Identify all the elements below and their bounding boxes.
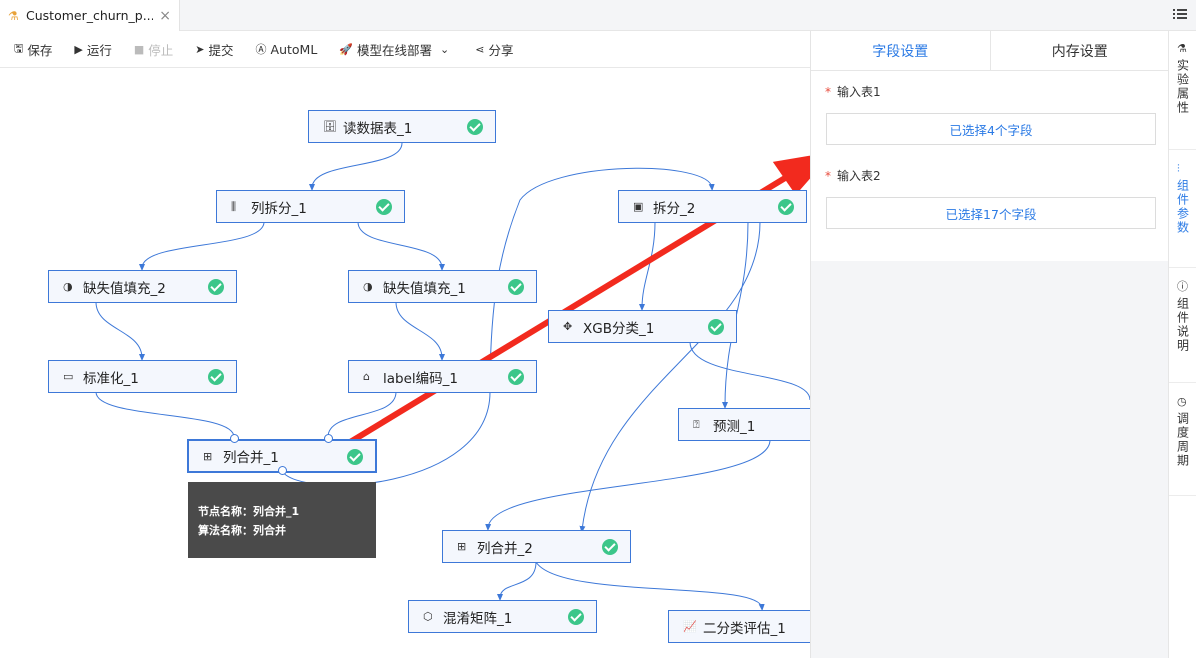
output-port[interactable]: [278, 466, 287, 475]
tag-icon: ⌂: [363, 370, 370, 383]
success-check-icon: [376, 199, 392, 215]
edge: [689, 341, 810, 401]
vertical-sidebar: ⚗ 实验属性 ⫶ 组件参数 ⓘ 组件说明 ◷ 调度周期: [1168, 31, 1196, 658]
tab-strip: ⚗ Customer_churn_p... ×: [0, 0, 1196, 31]
workflow-canvas[interactable]: 🗄 读数据表_1 ⫼ 列拆分_1 ▣ 拆分_2 ◑ 缺失值填充_2 ◑ 缺失值填…: [0, 68, 810, 658]
run-button[interactable]: ▶运行: [74, 42, 112, 58]
success-check-icon: [568, 609, 584, 625]
chevron-down-icon: ⌄: [440, 42, 450, 56]
success-check-icon: [508, 369, 524, 385]
node-xgb-classify[interactable]: ✥ XGB分类_1: [548, 310, 737, 343]
node-binary-eval[interactable]: 📈 二分类评估_1: [668, 610, 810, 643]
tab-title: Customer_churn_p...: [26, 8, 154, 23]
line-chart-icon: 📈: [683, 620, 697, 633]
stop-icon: ■: [133, 42, 145, 56]
edge: [327, 391, 397, 438]
half-circle-icon: ◑: [363, 280, 373, 293]
send-icon: ➤: [195, 42, 205, 56]
edge: [535, 561, 765, 611]
close-icon[interactable]: ×: [159, 7, 171, 24]
edge: [357, 221, 445, 271]
merge-icon: ⊞: [203, 449, 213, 463]
tab-experiment[interactable]: ⚗ Customer_churn_p... ×: [0, 0, 180, 31]
success-check-icon: [347, 449, 363, 465]
success-check-icon: [778, 199, 794, 215]
cube-icon: ⬡: [423, 610, 433, 623]
sidebar-item-component-params[interactable]: ⫶ 组件参数: [1169, 163, 1196, 268]
sidebar-item-component-desc[interactable]: ⓘ 组件说明: [1169, 281, 1196, 383]
node-predict[interactable]: ⍰ 预测_1: [678, 408, 810, 441]
half-circle-icon: ◑: [63, 280, 73, 293]
share-button[interactable]: ⋖分享: [475, 42, 514, 58]
sidebar-item-experiment-props[interactable]: ⚗ 实验属性: [1169, 43, 1196, 150]
list-menu-icon[interactable]: [1172, 6, 1188, 22]
edge: [95, 301, 145, 361]
node-col-merge-2[interactable]: ⊞ 列合并_2: [442, 530, 631, 563]
success-check-icon: [208, 279, 224, 295]
stop-button[interactable]: ■停止: [133, 42, 174, 58]
input-table-1-field-select[interactable]: 已选择4个字段: [826, 113, 1156, 145]
input-port[interactable]: [230, 434, 239, 443]
edge: [95, 391, 235, 438]
input-port[interactable]: [324, 434, 333, 443]
clock-icon: ◷: [1177, 395, 1187, 408]
red-arrowhead: [772, 155, 810, 195]
node-fill-missing-1[interactable]: ◑ 缺失值填充_1: [348, 270, 537, 303]
edge: [139, 221, 265, 271]
success-check-icon: [467, 119, 483, 135]
node-tooltip: 节点名称：列合并_1 算法名称：列合并: [188, 482, 376, 558]
node-read-table[interactable]: 🗄 读数据表_1: [308, 110, 496, 143]
tab-field-settings[interactable]: 字段设置: [811, 31, 991, 70]
success-check-icon: [602, 539, 618, 555]
share-icon: ⋖: [475, 42, 485, 56]
automl-icon: Ⓐ: [255, 43, 267, 56]
panel-tabs: 字段设置 内存设置: [811, 31, 1169, 71]
deploy-button[interactable]: 🚀模型在线部署 ⌄: [339, 42, 450, 58]
input-table-2-field-select[interactable]: 已选择17个字段: [826, 197, 1156, 229]
node-split-2[interactable]: ▣ 拆分_2: [618, 190, 807, 223]
tooltip-algo-name: 算法名称：列合并: [198, 524, 286, 537]
tab-memory-settings[interactable]: 内存设置: [1051, 43, 1108, 60]
edge: [395, 301, 445, 361]
node-fill-missing-2[interactable]: ◑ 缺失值填充_2: [48, 270, 237, 303]
node-confusion-matrix[interactable]: ⬡ 混淆矩阵_1: [408, 600, 597, 633]
input-table-2-label: *输入表2: [825, 169, 881, 183]
success-check-icon: [508, 279, 524, 295]
edge: [309, 142, 403, 191]
edge: [485, 439, 771, 531]
info-icon: ⓘ: [1177, 280, 1188, 293]
tooltip-node-name: 节点名称：列合并_1: [198, 505, 300, 518]
edge: [497, 561, 537, 601]
merge-icon: ⊞: [457, 540, 467, 553]
settings-panel: 字段设置 内存设置 *输入表1 已选择4个字段 *输入表2 已选择17个字段: [810, 31, 1169, 658]
table-icon: 🗄: [323, 120, 337, 133]
sidebar-item-schedule[interactable]: ◷ 调度周期: [1169, 396, 1196, 496]
play-icon: ▶: [74, 42, 83, 56]
input-table-1-label: *输入表1: [825, 85, 881, 99]
rocket-icon: 🚀: [339, 42, 354, 56]
success-check-icon: [208, 369, 224, 385]
flask-icon: ⚗: [1177, 42, 1187, 55]
save-button[interactable]: 🖫保存: [14, 41, 53, 58]
edge: [579, 221, 761, 533]
node-label-encode[interactable]: ⌂ label编码_1: [348, 360, 537, 393]
predict-icon: ⍰: [693, 417, 700, 431]
xgb-icon: ✥: [563, 320, 573, 333]
split-icon: ▣: [633, 200, 644, 213]
flask-icon: ⚗: [8, 8, 19, 23]
field-settings-body: *输入表1 已选择4个字段 *输入表2 已选择17个字段: [811, 71, 1169, 261]
columns-icon: ⫼: [231, 199, 237, 213]
standardize-icon: ▭: [63, 370, 74, 383]
node-standardize[interactable]: ▭ 标准化_1: [48, 360, 237, 393]
node-col-split[interactable]: ⫼ 列拆分_1: [216, 190, 405, 223]
sliders-icon: ⫶: [1177, 162, 1180, 175]
edge: [639, 221, 656, 311]
submit-button[interactable]: ➤提交: [195, 42, 234, 58]
success-check-icon: [708, 319, 724, 335]
save-icon: 🖫: [14, 41, 24, 55]
